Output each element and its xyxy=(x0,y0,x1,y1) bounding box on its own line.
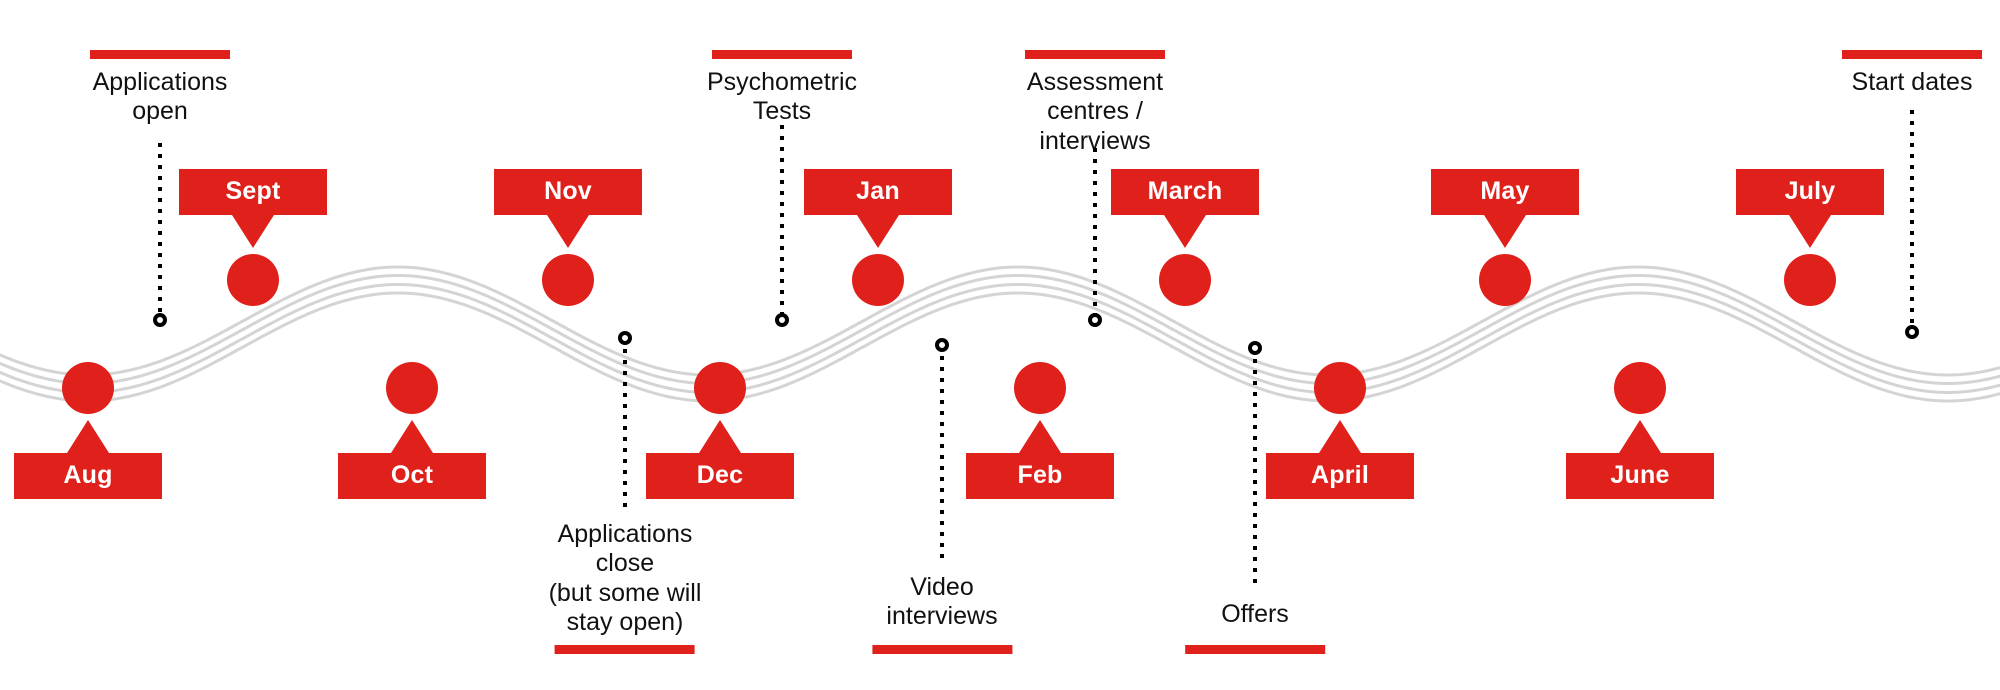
month-dot-march[interactable] xyxy=(1159,254,1211,306)
annotation-start-dates: Start dates xyxy=(1842,50,1982,97)
month-pill-tail-oct xyxy=(391,420,433,453)
annotation-text-offers: Offers xyxy=(1221,600,1289,628)
month-pill-tail-nov xyxy=(547,215,589,248)
month-pill-tail-feb xyxy=(1019,420,1061,453)
annotation-applications-close: Applications close (but some will stay o… xyxy=(548,520,702,654)
month-dot-oct[interactable] xyxy=(386,362,438,414)
annotation-rule-offers xyxy=(1185,645,1325,654)
month-label-oct[interactable]: Oct xyxy=(338,453,486,499)
month-dot-aug[interactable] xyxy=(62,362,114,414)
month-label-april[interactable]: April xyxy=(1266,453,1414,499)
month-dot-july[interactable] xyxy=(1784,254,1836,306)
month-label-nov[interactable]: Nov xyxy=(494,169,642,215)
annotation-text-assessment-centres: Assessment centres / interviews xyxy=(1026,68,1164,155)
month-label-may[interactable]: May xyxy=(1431,169,1579,215)
annotation-offers: Offers xyxy=(1185,600,1325,654)
annotation-rule-applications-open xyxy=(90,50,230,59)
connector-line-assessment-centres xyxy=(1093,148,1097,320)
connector-endpoint-start-dates xyxy=(1905,325,1919,339)
month-pill-tail-dec xyxy=(699,420,741,453)
connector-endpoint-applications-open xyxy=(153,313,167,327)
connector-endpoint-applications-close xyxy=(618,331,632,345)
wave-line-2 xyxy=(0,274,2000,385)
annotation-text-start-dates: Start dates xyxy=(1851,68,1973,96)
annotation-text-applications-open: Applications open xyxy=(92,68,228,126)
month-label-feb[interactable]: Feb xyxy=(966,453,1114,499)
month-dot-feb[interactable] xyxy=(1014,362,1066,414)
annotation-rule-assessment-centres xyxy=(1025,50,1165,59)
month-pill-tail-april xyxy=(1319,420,1361,453)
month-label-dec[interactable]: Dec xyxy=(646,453,794,499)
annotation-video-interviews: Video interviews xyxy=(872,573,1012,654)
month-dot-nov[interactable] xyxy=(542,254,594,306)
month-dot-june[interactable] xyxy=(1614,362,1666,414)
month-pill-tail-may xyxy=(1484,215,1526,248)
annotation-rule-applications-close xyxy=(554,645,695,654)
month-dot-sept[interactable] xyxy=(227,254,279,306)
annotation-rule-start-dates xyxy=(1842,50,1982,59)
month-dot-dec[interactable] xyxy=(694,362,746,414)
connector-endpoint-assessment-centres xyxy=(1088,313,1102,327)
month-dot-april[interactable] xyxy=(1314,362,1366,414)
wave-line-3 xyxy=(0,283,2000,394)
month-label-sept[interactable]: Sept xyxy=(179,169,327,215)
month-label-june[interactable]: June xyxy=(1566,453,1714,499)
month-pill-tail-aug xyxy=(67,420,109,453)
month-label-aug[interactable]: Aug xyxy=(14,453,162,499)
month-pill-tail-june xyxy=(1619,420,1661,453)
annotation-text-psychometric-tests: Psychometric Tests xyxy=(706,68,858,126)
annotation-rule-psychometric-tests xyxy=(711,50,852,59)
month-label-march[interactable]: March xyxy=(1111,169,1259,215)
month-pill-tail-march xyxy=(1164,215,1206,248)
connector-endpoint-psychometric-tests xyxy=(775,313,789,327)
annotation-applications-open: Applications open xyxy=(90,50,230,127)
month-dot-may[interactable] xyxy=(1479,254,1531,306)
month-label-jan[interactable]: Jan xyxy=(804,169,952,215)
annotation-text-video-interviews: Video interviews xyxy=(886,573,998,631)
connector-line-applications-close xyxy=(623,338,627,510)
connector-line-applications-open xyxy=(158,143,162,320)
wave-line-1 xyxy=(0,265,2000,377)
annotation-assessment-centres: Assessment centres / interviews xyxy=(1025,50,1165,156)
wave-line-4 xyxy=(0,291,2000,403)
month-pill-tail-jan xyxy=(857,215,899,248)
annotation-rule-video-interviews xyxy=(872,645,1012,654)
annotation-text-applications-close: Applications close (but some will stay o… xyxy=(548,520,702,636)
month-label-july[interactable]: July xyxy=(1736,169,1884,215)
connector-line-offers xyxy=(1253,348,1257,590)
connector-endpoint-video-interviews xyxy=(935,338,949,352)
connector-line-psychometric-tests xyxy=(780,125,784,320)
connector-line-video-interviews xyxy=(940,345,944,563)
annotation-psychometric-tests: Psychometric Tests xyxy=(707,50,857,127)
month-pill-tail-sept xyxy=(232,215,274,248)
month-dot-jan[interactable] xyxy=(852,254,904,306)
connector-line-start-dates xyxy=(1910,110,1914,332)
connector-endpoint-offers xyxy=(1248,341,1262,355)
month-pill-tail-july xyxy=(1789,215,1831,248)
